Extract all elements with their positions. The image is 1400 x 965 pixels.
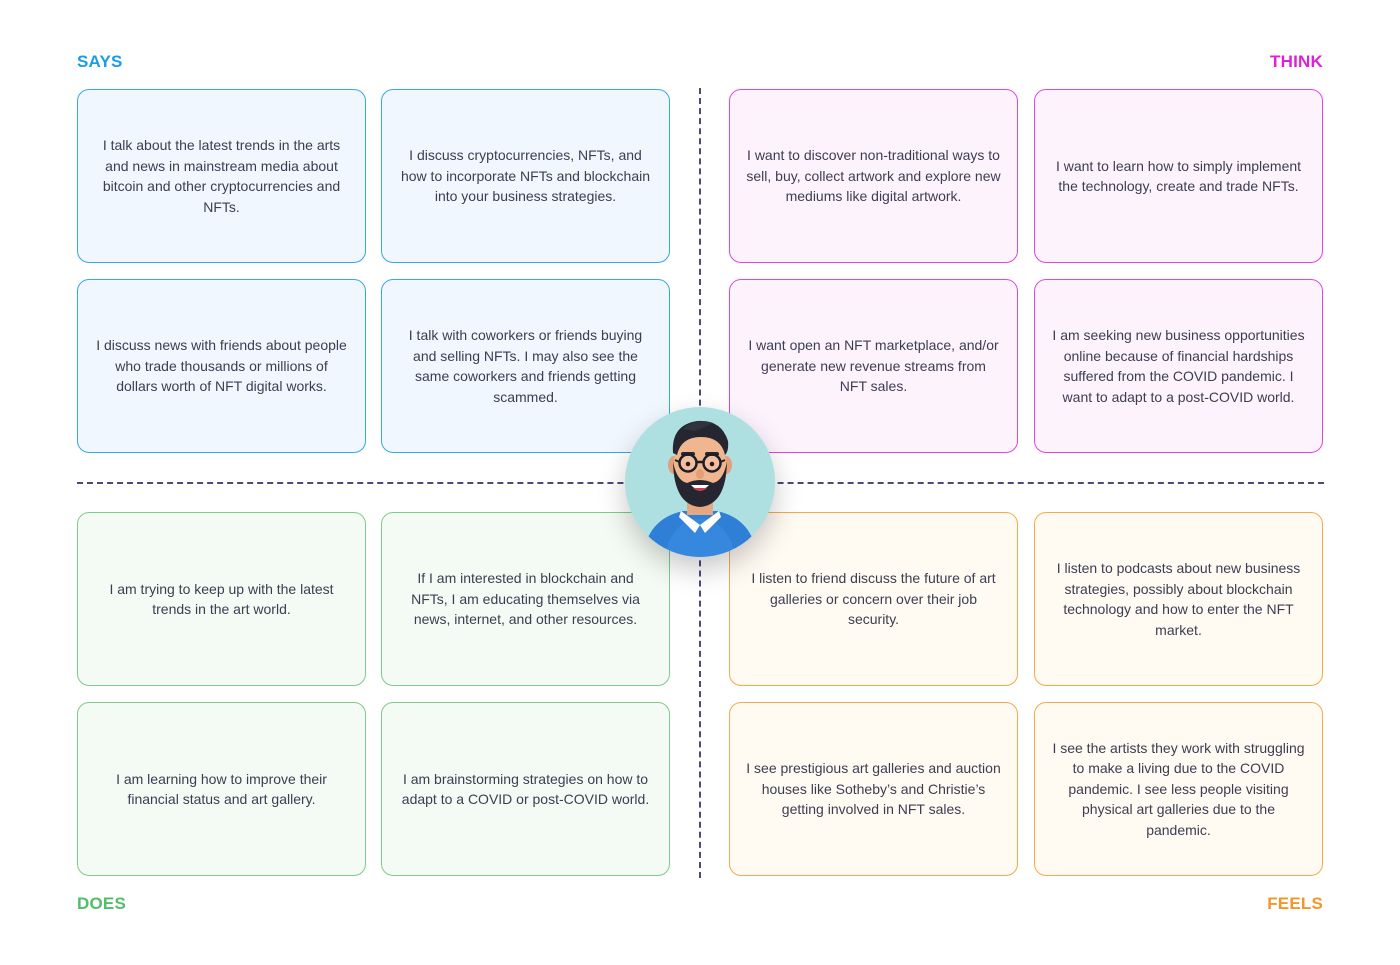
card-text: I see the artists they work with struggl… bbox=[1052, 739, 1305, 838]
says-card: I discuss news with friends about people… bbox=[77, 279, 366, 453]
feels-card: I listen to podcasts about new business … bbox=[1034, 512, 1323, 686]
says-card: I talk with coworkers or friends buying … bbox=[381, 279, 670, 453]
think-card: I want to learn how to simply implement … bbox=[1034, 89, 1323, 263]
card-text: I talk about the latest trends in the ar… bbox=[102, 137, 341, 215]
think-card: I want to discover non-traditional ways … bbox=[729, 89, 1018, 263]
does-card: I am trying to keep up with the latest t… bbox=[77, 512, 366, 686]
card-text: I want open an NFT marketplace, and/or g… bbox=[748, 337, 999, 395]
says-card: I talk about the latest trends in the ar… bbox=[77, 89, 366, 263]
card-text: I am learning how to improve their finan… bbox=[116, 770, 327, 808]
card-text: I listen to friend discuss the future of… bbox=[751, 570, 996, 628]
feels-card: I see the artists they work with struggl… bbox=[1034, 702, 1323, 876]
card-text: I listen to podcasts about new business … bbox=[1056, 560, 1301, 638]
card-text: I am brainstorming strategies on how to … bbox=[401, 770, 650, 808]
card-text: I am seeking new business opportunities … bbox=[1052, 327, 1305, 405]
card-text: I am trying to keep up with the latest t… bbox=[109, 580, 334, 618]
says-heading: SAYS bbox=[77, 52, 123, 71]
card-text: I want to learn how to simply implement … bbox=[1055, 157, 1302, 195]
does-card: I am brainstorming strategies on how to … bbox=[381, 702, 670, 876]
feels-heading: FEELS bbox=[1267, 894, 1323, 913]
bearded-man-avatar-icon bbox=[643, 420, 757, 557]
does-card: I am learning how to improve their finan… bbox=[77, 702, 366, 876]
card-text: I discuss cryptocurrencies, NFTs, and ho… bbox=[400, 147, 651, 205]
does-heading: DOES bbox=[77, 894, 126, 913]
does-card: If I am interested in blockchain and NFT… bbox=[381, 512, 670, 686]
card-text: I see prestigious art galleries and auct… bbox=[746, 760, 1001, 818]
think-heading: THINK bbox=[1270, 52, 1323, 71]
card-text: I talk with coworkers or friends buying … bbox=[408, 327, 643, 405]
feels-card: I see prestigious art galleries and auct… bbox=[729, 702, 1018, 876]
think-card: I want open an NFT marketplace, and/or g… bbox=[729, 279, 1018, 453]
think-card: I am seeking new business opportunities … bbox=[1034, 279, 1323, 453]
card-text: I discuss news with friends about people… bbox=[96, 337, 347, 395]
persona-avatar bbox=[625, 407, 775, 557]
feels-card: I listen to friend discuss the future of… bbox=[729, 512, 1018, 686]
card-text: If I am interested in blockchain and NFT… bbox=[411, 570, 640, 628]
card-text: I want to discover non-traditional ways … bbox=[746, 147, 1001, 205]
says-card: I discuss cryptocurrencies, NFTs, and ho… bbox=[381, 89, 670, 263]
